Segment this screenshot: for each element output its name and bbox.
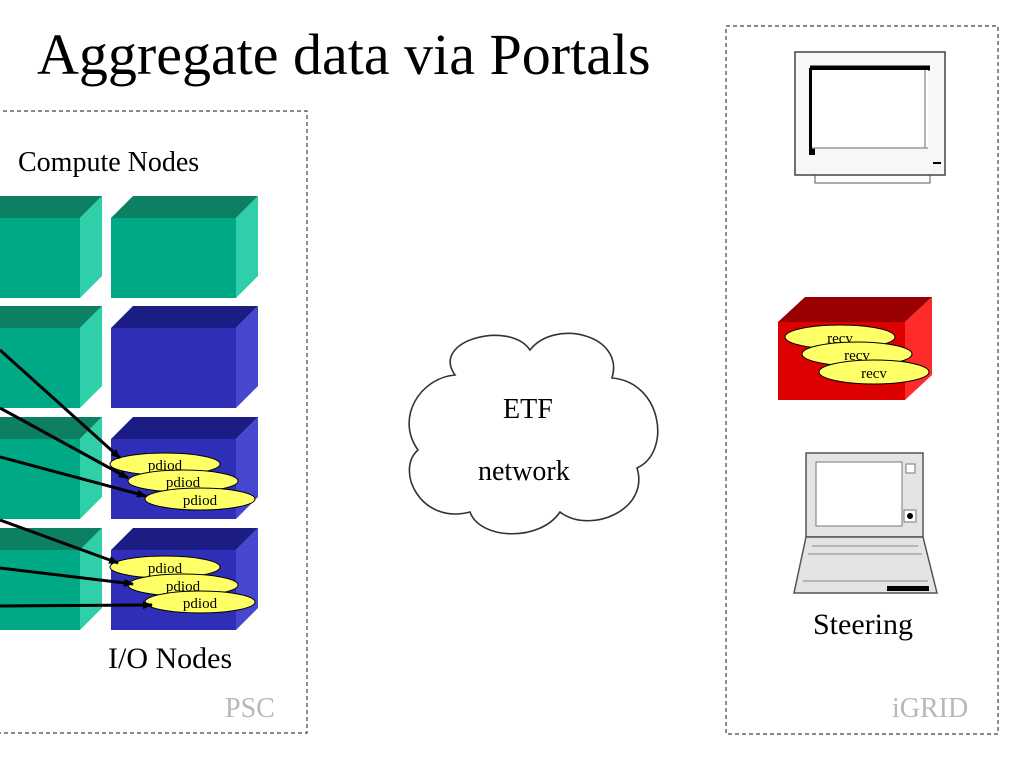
monitor-icon [794, 51, 946, 184]
compute-node-cube [0, 196, 102, 298]
network-label-line2: network [478, 456, 570, 487]
psc-region [0, 110, 308, 734]
recv-process: recv [818, 359, 930, 385]
network-cloud-icon [408, 332, 659, 535]
laptop-icon [793, 452, 938, 594]
slide-title: Aggregate data via Portals [37, 22, 651, 87]
svg-text:pdiod: pdiod [183, 493, 218, 509]
psc-corner-label: PSC [225, 693, 275, 724]
data-flow-arrow [0, 518, 119, 565]
data-flow-arrow [0, 406, 129, 480]
io-node-cube [111, 306, 258, 408]
data-flow-arrow [0, 348, 122, 460]
pdiod-daemon: pdiod [144, 487, 256, 511]
data-flow-arrow [0, 455, 147, 498]
compute-node-cube [0, 417, 102, 519]
svg-text:pdiod: pdiod [148, 561, 183, 577]
svg-text:pdiod: pdiod [166, 475, 201, 491]
svg-text:recv: recv [861, 366, 887, 382]
network-label-line1: ETF [503, 394, 553, 425]
igrid-region [725, 25, 999, 735]
pdiod-daemon: pdiod [144, 590, 256, 614]
compute-node-cube [111, 196, 258, 298]
io-nodes-label: I/O Nodes [108, 642, 233, 675]
svg-text:pdiod: pdiod [183, 596, 218, 612]
igrid-corner-label: iGRID [892, 693, 969, 724]
data-flow-arrow [0, 566, 134, 587]
steering-label: Steering [813, 608, 913, 641]
compute-node-cube [0, 306, 102, 408]
pdiod-daemon: pdiod [127, 469, 239, 493]
data-flow-arrow [0, 601, 153, 610]
compute-nodes-label: Compute Nodes [18, 147, 200, 178]
pdiod-daemon: pdiod [127, 573, 239, 597]
